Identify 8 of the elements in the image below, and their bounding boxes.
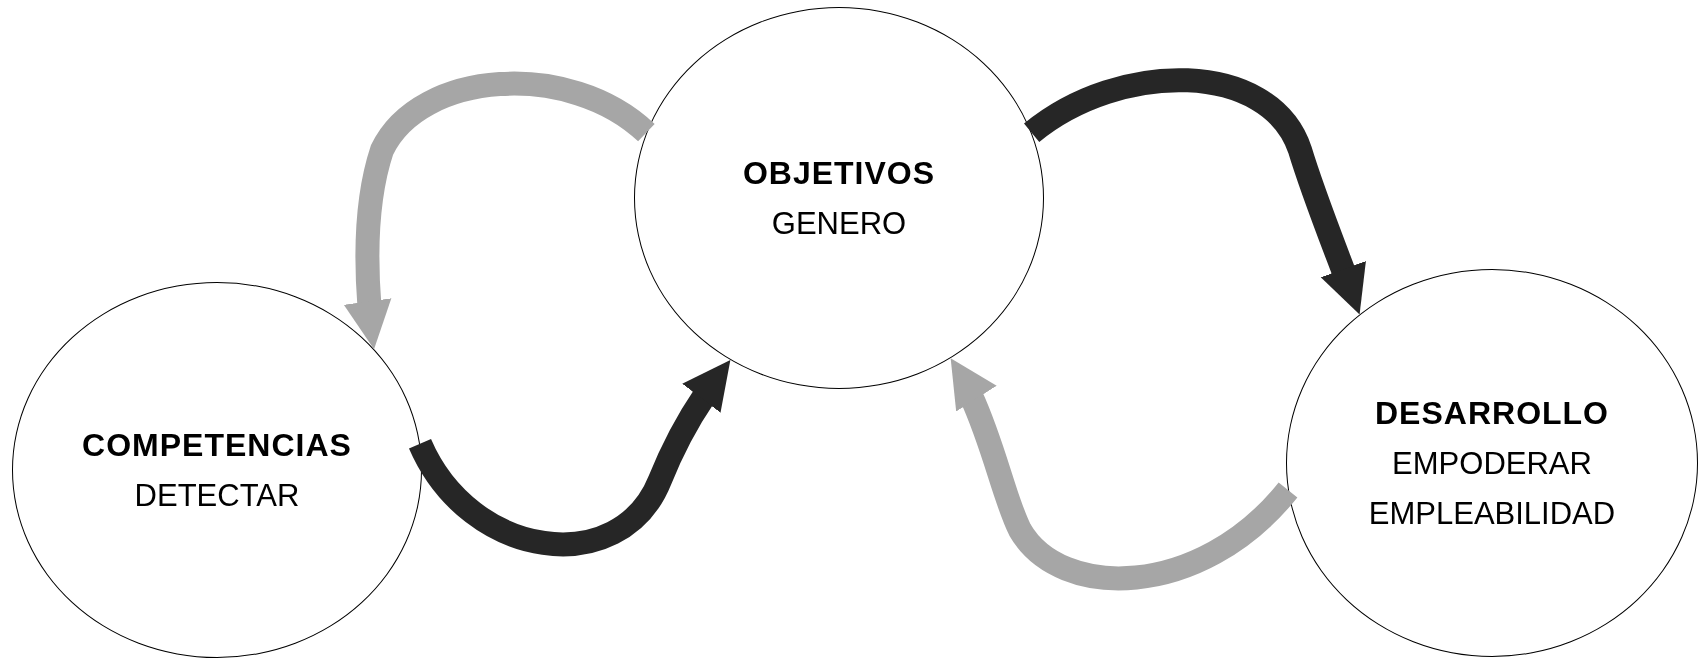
node-text: GENERO xyxy=(771,205,907,242)
node-heading: COMPETENCIAS xyxy=(82,426,352,464)
node-text: EMPLEABILIDAD xyxy=(1368,495,1616,532)
node-text: DETECTAR xyxy=(134,477,300,514)
node-heading: DESARROLLO xyxy=(1375,394,1609,432)
node-heading: OBJETIVOS xyxy=(742,154,936,192)
node-text: EMPODERAR xyxy=(1392,445,1592,482)
curved-arrow xyxy=(344,72,654,351)
